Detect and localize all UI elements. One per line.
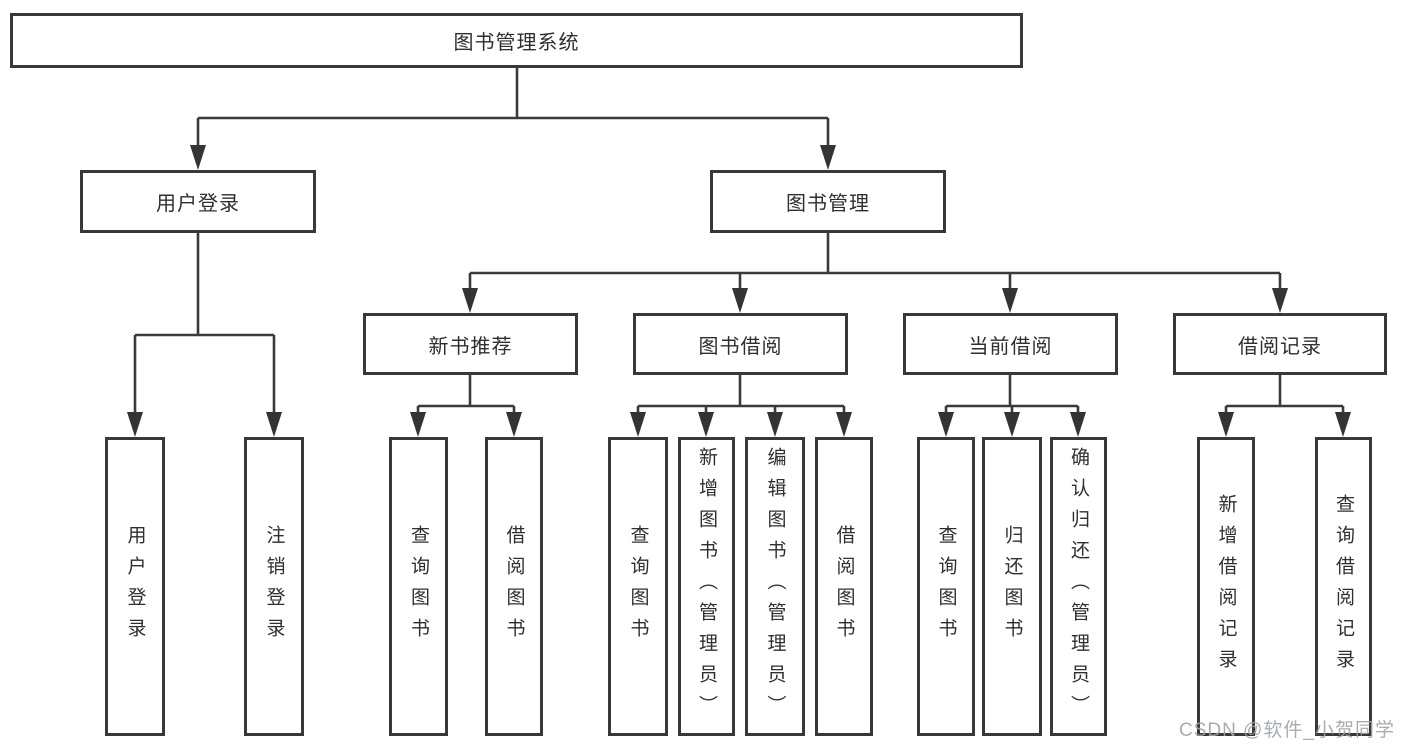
node-user-login-label: 用户登录: [156, 193, 240, 215]
leaf-return-books: 归还图书: [982, 437, 1042, 736]
leaf-edit-book-admin-label: 编辑图书（管理员）: [764, 447, 786, 726]
leaf-add-borrow-record-label: 新增借阅记录: [1215, 493, 1237, 680]
node-book-borrow-label: 图书借阅: [698, 335, 783, 358]
leaf-add-borrow-record: 新增借阅记录: [1197, 437, 1255, 736]
node-user-login: 用户登录: [80, 170, 316, 233]
leaf-logout-label: 注销登录: [263, 524, 285, 649]
leaf-confirm-return-admin: 确认归还（管理员）: [1050, 437, 1107, 736]
node-book-borrow: 图书借阅: [633, 313, 848, 375]
leaf-confirm-return-admin-label: 确认归还（管理员）: [1068, 447, 1089, 726]
leaf-query-books-borrow-label: 查询图书: [627, 524, 649, 649]
leaf-query-books-recommend-label: 查询图书: [408, 524, 429, 649]
node-new-book-recommend: 新书推荐: [363, 313, 578, 375]
leaf-query-books-current-label: 查询图书: [935, 524, 957, 649]
node-root-label: 图书管理系统: [453, 32, 580, 54]
node-current-borrow: 当前借阅: [903, 313, 1118, 375]
leaf-query-books-recommend: 查询图书: [389, 437, 448, 736]
leaf-query-books-borrow: 查询图书: [608, 437, 668, 736]
node-root: 图书管理系统: [10, 13, 1023, 68]
leaf-borrow-books: 借阅图书: [815, 437, 873, 736]
leaf-logout: 注销登录: [244, 437, 304, 736]
leaf-query-borrow-record: 查询借阅记录: [1315, 437, 1372, 736]
node-borrow-records-label: 借阅记录: [1238, 335, 1322, 358]
csdn-watermark: CSDN @软件_小贺同学: [1179, 720, 1395, 741]
leaf-borrow-books-recommend-label: 借阅图书: [503, 524, 525, 649]
leaf-edit-book-admin: 编辑图书（管理员）: [745, 437, 805, 736]
node-new-book-recommend-label: 新书推荐: [428, 335, 513, 358]
node-book-management-label: 图书管理: [786, 193, 870, 215]
node-book-management: 图书管理: [710, 170, 946, 233]
leaf-borrow-books-label: 借阅图书: [833, 524, 855, 649]
leaf-return-books-label: 归还图书: [1001, 524, 1023, 649]
node-borrow-records: 借阅记录: [1173, 313, 1387, 375]
leaf-borrow-books-recommend: 借阅图书: [485, 437, 543, 736]
leaf-query-books-current: 查询图书: [917, 437, 975, 736]
leaf-add-book-admin-label: 新增图书（管理员）: [696, 447, 717, 726]
leaf-add-book-admin: 新增图书（管理员）: [678, 437, 735, 736]
leaf-query-borrow-record-label: 查询借阅记录: [1333, 493, 1354, 680]
leaf-user-login: 用户登录: [105, 437, 165, 736]
leaf-user-login-label: 用户登录: [124, 524, 146, 649]
node-current-borrow-label: 当前借阅: [968, 335, 1053, 358]
